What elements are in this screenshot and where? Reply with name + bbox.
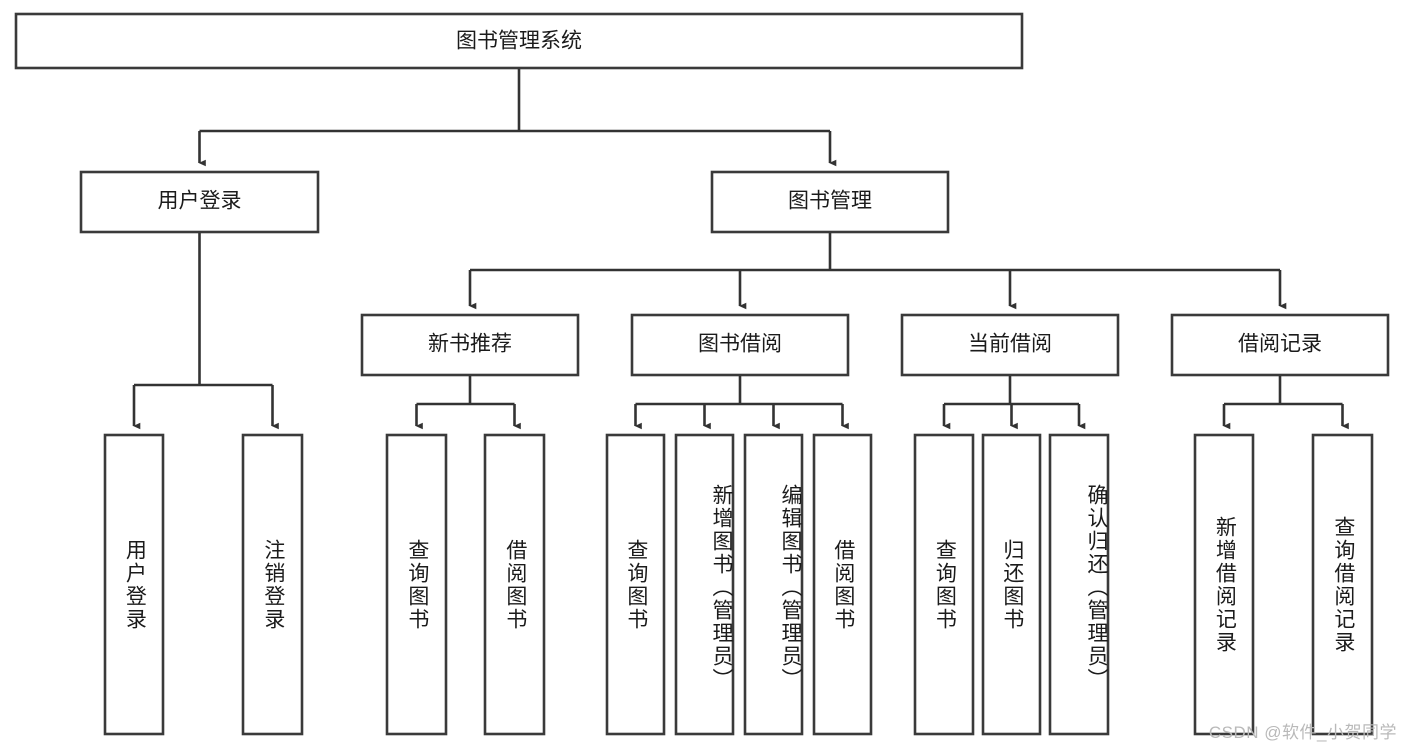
node-book-borrow-box[interactable] xyxy=(630,313,850,377)
node-leaf-confirm-return-box[interactable] xyxy=(1048,433,1110,736)
node-layer: 图书管理系统 用户登录 图书管理 新书推荐 图书借阅 xyxy=(14,12,1390,736)
node-root-box[interactable] xyxy=(14,12,1024,70)
node-user-login-label: 用户登录 xyxy=(158,190,242,213)
node-leaf-user-logout-box[interactable] xyxy=(241,433,304,736)
node-current-borrow-box[interactable] xyxy=(900,313,1120,377)
node-root[interactable]: 图书管理系统 xyxy=(14,12,1024,70)
connector-layer xyxy=(132,68,1349,430)
node-leaf-edit-book-box[interactable] xyxy=(743,433,804,736)
node-book-borrow[interactable]: 图书借阅 xyxy=(630,313,850,377)
node-book-manage[interactable]: 图书管理 xyxy=(710,170,950,234)
node-new-book-rec[interactable]: 新书推荐 xyxy=(360,313,580,377)
node-book-manage-label: 图书管理 xyxy=(788,190,872,213)
node-leaf-return-book-box[interactable] xyxy=(981,433,1042,736)
node-borrow-record[interactable]: 借阅记录 xyxy=(1170,313,1390,377)
node-current-borrow-label: 当前借阅 xyxy=(968,333,1052,356)
node-user-login[interactable]: 用户登录 xyxy=(79,170,320,234)
node-book-manage-box[interactable] xyxy=(710,170,950,234)
node-leaf-query-book-1-box[interactable] xyxy=(385,433,448,736)
node-leaf-borrow-book-1-box[interactable] xyxy=(483,433,546,736)
node-leaf-query-book-2-box[interactable] xyxy=(605,433,666,736)
node-book-borrow-label: 图书借阅 xyxy=(698,333,782,356)
node-new-book-rec-box[interactable] xyxy=(360,313,580,377)
node-leaf-query-book-3-box[interactable] xyxy=(913,433,975,736)
node-borrow-record-box[interactable] xyxy=(1170,313,1390,377)
node-current-borrow[interactable]: 当前借阅 xyxy=(900,313,1120,377)
node-leaf-add-book-box[interactable] xyxy=(674,433,735,736)
node-leaf-borrow-book-2-box[interactable] xyxy=(812,433,873,736)
node-borrow-record-label: 借阅记录 xyxy=(1238,333,1322,356)
node-user-login-box[interactable] xyxy=(79,170,320,234)
node-root-label: 图书管理系统 xyxy=(456,30,582,53)
node-leaf-user-login-box[interactable] xyxy=(103,433,165,736)
node-leaf-add-record-box[interactable] xyxy=(1193,433,1255,736)
csdn-watermark: CSDN @软件_小贺同学 xyxy=(1208,723,1397,742)
node-new-book-rec-label: 新书推荐 xyxy=(428,333,512,356)
node-leaf-query-record-box[interactable] xyxy=(1311,433,1374,736)
